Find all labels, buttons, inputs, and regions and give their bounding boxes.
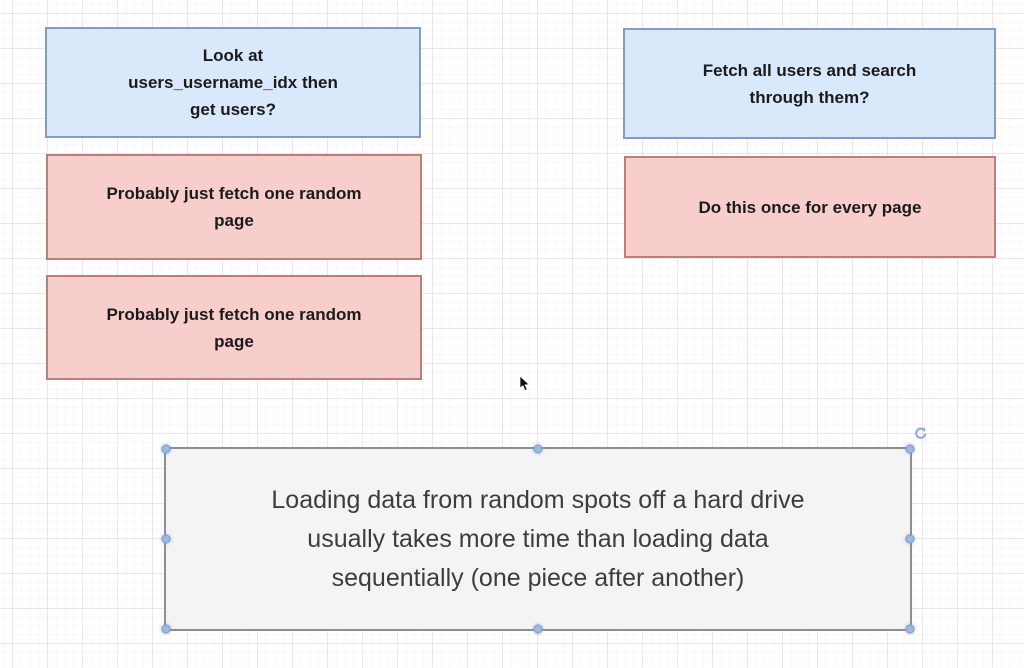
resize-handle-ne[interactable] (905, 444, 915, 454)
resize-handle-n[interactable] (533, 444, 543, 454)
node-fetch-one-random-page-1[interactable]: Probably just fetch one random page (46, 154, 422, 260)
node-label: Probably just fetch one random page (106, 304, 362, 351)
node-do-once-every-page[interactable]: Do this once for every page (624, 156, 996, 258)
node-label: Loading data from random spots off a har… (271, 485, 805, 592)
node-label: Fetch all users and search through them? (702, 60, 917, 107)
rotate-handle-icon[interactable] (912, 425, 928, 441)
resize-handle-s[interactable] (533, 624, 543, 634)
resize-handle-e[interactable] (905, 534, 915, 544)
node-label: Do this once for every page (698, 197, 922, 217)
node-look-at-index-question[interactable]: Look at users_username_idx then get user… (45, 27, 421, 138)
resize-handle-sw[interactable] (161, 624, 171, 634)
resize-handle-nw[interactable] (161, 444, 171, 454)
node-loading-data-note[interactable]: Loading data from random spots off a har… (161, 427, 927, 634)
node-fetch-all-users-question[interactable]: Fetch all users and search through them? (623, 28, 996, 139)
node-label: Probably just fetch one random page (106, 184, 362, 230)
mouse-cursor-icon (519, 376, 530, 391)
node-label: Look at users_username_idx then get user… (128, 46, 338, 119)
node-fetch-one-random-page-2[interactable]: Probably just fetch one random page (46, 275, 422, 380)
resize-handle-w[interactable] (161, 534, 171, 544)
resize-handle-se[interactable] (905, 624, 915, 634)
